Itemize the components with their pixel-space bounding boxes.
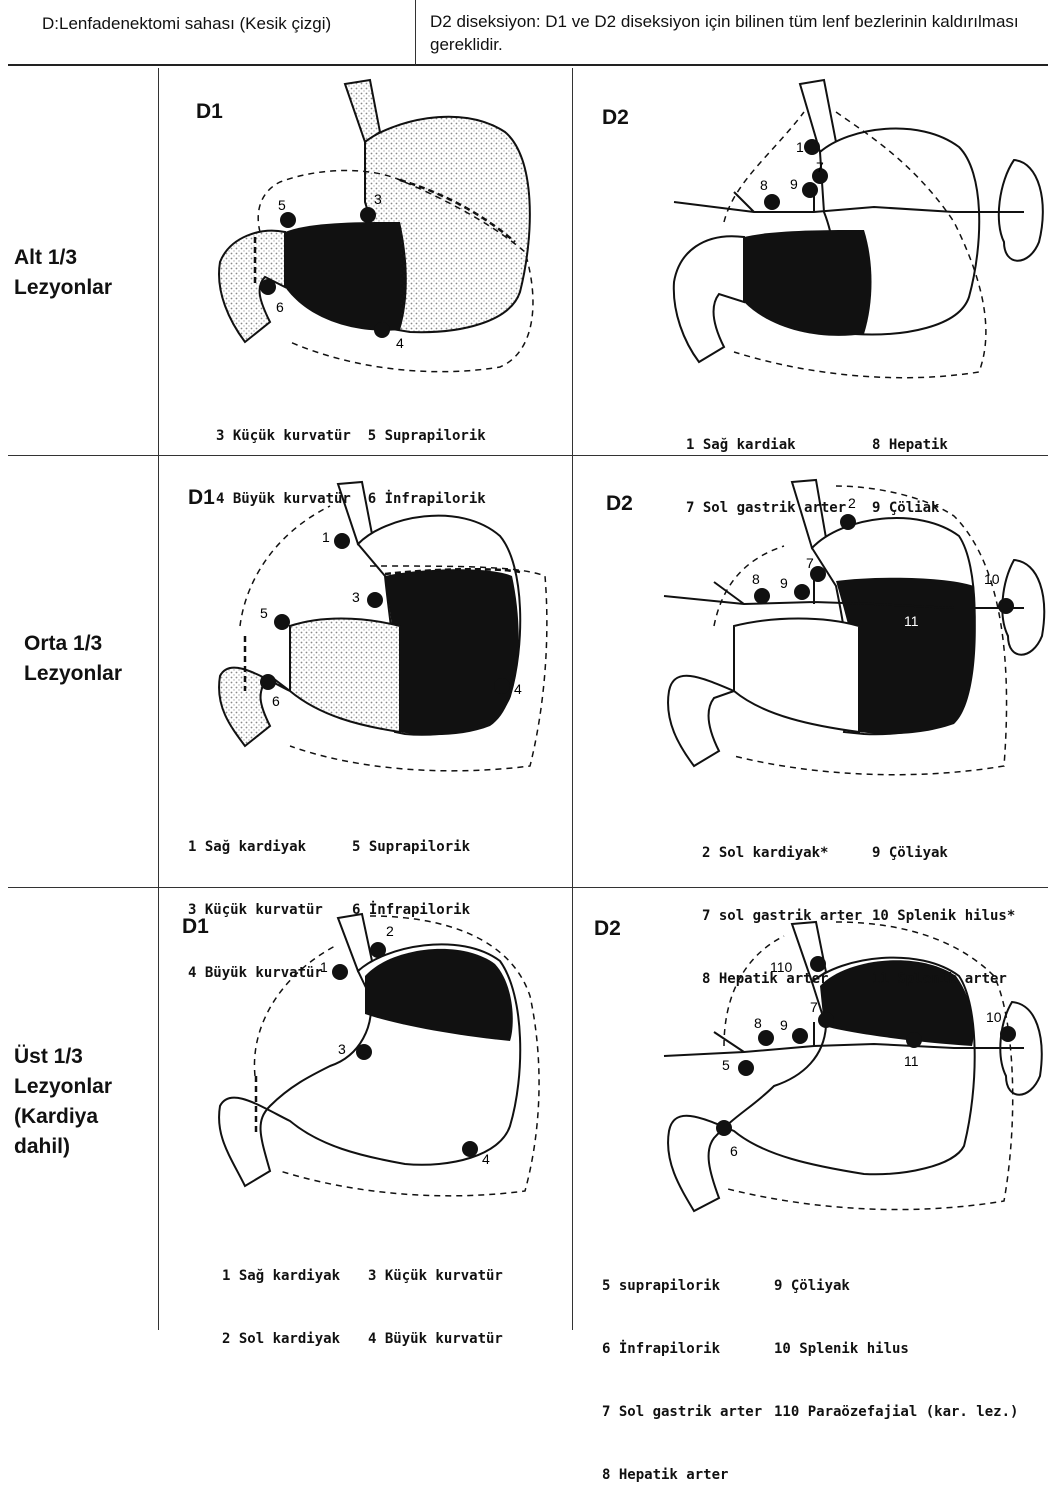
svg-text:1: 1 <box>796 139 804 155</box>
svg-text:6: 6 <box>730 1143 738 1159</box>
tumor-region <box>285 222 407 331</box>
svg-text:4: 4 <box>482 1151 490 1167</box>
header-legend-note: D:Lenfadenektomi sahası (Kesik çizgi) <box>8 0 416 66</box>
stomach-diagram-lower-d1: 3 4 5 6 <box>160 72 570 382</box>
svg-text:3: 3 <box>352 589 360 605</box>
svg-text:11: 11 <box>904 1053 919 1069</box>
antrum-duodenum <box>674 236 744 362</box>
tumor-region <box>385 569 519 735</box>
svg-text:9: 9 <box>790 176 798 192</box>
svg-text:6: 6 <box>272 693 280 709</box>
svg-text:5: 5 <box>722 1057 730 1073</box>
svg-text:3: 3 <box>338 1041 346 1057</box>
svg-text:10: 10 <box>986 1009 1002 1025</box>
lymph-node-markers: 1 7 8 9 <box>760 139 828 210</box>
svg-text:7: 7 <box>816 159 824 175</box>
svg-text:3: 3 <box>374 191 382 207</box>
header-d2-definition: D2 diseksiyon: D1 ve D2 diseksiyon için … <box>416 0 1048 66</box>
esophagus <box>800 80 836 152</box>
svg-text:10: 10 <box>984 571 1000 587</box>
tumor-region <box>744 230 872 336</box>
svg-text:8: 8 <box>754 1015 762 1031</box>
svg-text:7: 7 <box>806 555 814 571</box>
svg-text:5: 5 <box>260 605 268 621</box>
legend-middle-d2: 2 Sol kardiyak*9 Çöliyak 7 sol gastrik a… <box>702 801 1015 1011</box>
svg-text:6: 6 <box>276 299 284 315</box>
svg-text:4: 4 <box>514 681 522 697</box>
stomach-diagram-lower-d2: 1 7 8 9 <box>574 72 1050 392</box>
legend-lower-d1: 3 Küçük kurvatür 5 Suprapilorik 4 Büyük … <box>216 384 486 531</box>
svg-text:9: 9 <box>780 1017 788 1033</box>
svg-text:1: 1 <box>322 529 330 545</box>
svg-text:8: 8 <box>760 177 768 193</box>
esophagus <box>345 80 380 142</box>
svg-text:8: 8 <box>752 571 760 587</box>
svg-text:5: 5 <box>278 197 286 213</box>
column-divider <box>158 68 159 1330</box>
svg-text:9: 9 <box>780 575 788 591</box>
antrum-duodenum <box>668 619 859 767</box>
svg-text:11: 11 <box>904 613 919 629</box>
column-divider <box>572 68 573 1330</box>
spleen <box>999 160 1043 261</box>
svg-text:4: 4 <box>396 335 404 351</box>
